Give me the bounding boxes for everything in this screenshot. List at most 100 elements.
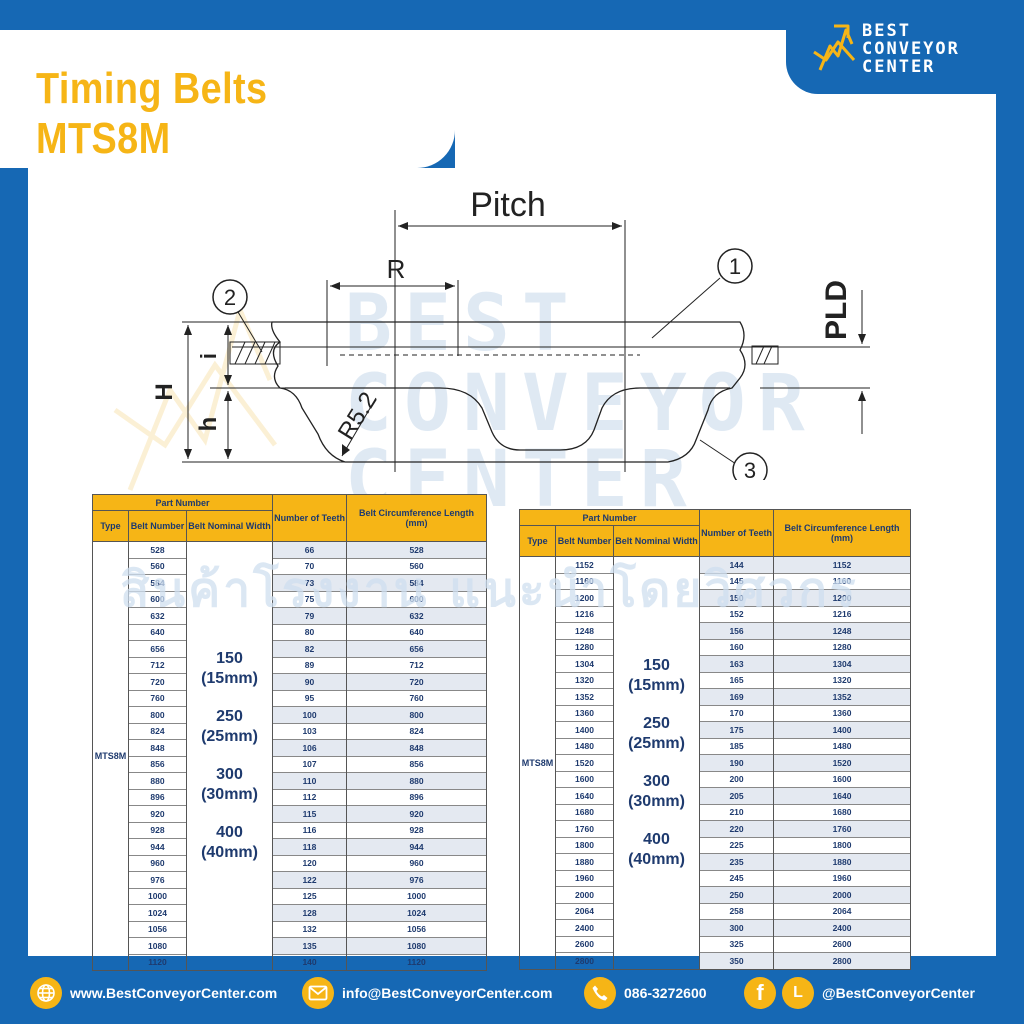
belt-number-cell: 1640	[555, 787, 614, 804]
teeth-cell: 110	[272, 772, 348, 789]
width-mm: (30mm)	[201, 786, 258, 803]
teeth-cell: 95	[272, 689, 348, 707]
label-height-total: H	[151, 383, 178, 400]
teeth-cell: 90	[272, 673, 348, 690]
teeth-cell: 120	[272, 854, 348, 872]
belt-number-cell: 528	[128, 541, 187, 558]
circumference-cell: 856	[346, 755, 488, 773]
footer-website[interactable]: www.BestConveyorCenter.com	[30, 976, 277, 1010]
teeth-cell: 79	[272, 607, 348, 624]
footer: www.BestConveyorCenter.com info@BestConv…	[0, 966, 1024, 1018]
teeth-cell: 66	[272, 541, 348, 558]
belt-number-cell: 1760	[555, 820, 614, 837]
footer-phone-text[interactable]: 086-3272600	[624, 985, 707, 1001]
line-icon[interactable]: L	[782, 977, 814, 1009]
header-belt-number: Belt Number	[128, 510, 187, 542]
teeth-cell: 169	[699, 688, 775, 705]
belt-number-cell: 1680	[555, 803, 614, 821]
circumference-cell: 944	[346, 838, 488, 855]
globe-icon	[30, 977, 62, 1009]
width-option: 400(40mm)	[187, 823, 272, 863]
header-nominal-width: Belt Nominal Width	[185, 510, 274, 542]
width-mm: (25mm)	[201, 728, 258, 745]
circumference-cell: 656	[346, 640, 488, 657]
belt-number-cell: 1152	[555, 556, 614, 573]
circumference-cell: 1248	[773, 622, 912, 639]
teeth-cell: 225	[699, 836, 775, 854]
width-mm: (40mm)	[628, 850, 685, 868]
belt-number-cell: 2000	[555, 886, 614, 903]
teeth-cell: 163	[699, 655, 775, 672]
belt-number-cell: 1304	[555, 655, 614, 672]
circumference-cell: 1080	[346, 937, 488, 954]
logo-line-2: CONVEYOR	[862, 39, 960, 59]
circumference-cell: 640	[346, 623, 488, 641]
facebook-icon[interactable]: f	[744, 977, 776, 1009]
belt-number-cell: 712	[128, 656, 187, 674]
teeth-cell: 205	[699, 787, 775, 804]
teeth-cell: 135	[272, 937, 348, 954]
circumference-cell: 2400	[773, 919, 912, 936]
belt-number-cell: 584	[128, 574, 187, 591]
circumference-cell: 584	[346, 574, 488, 591]
circumference-cell: 1520	[773, 754, 912, 771]
circumference-cell: 1880	[773, 853, 912, 870]
footer-email-text[interactable]: info@BestConveyorCenter.com	[342, 985, 553, 1001]
label-pitch: Pitch	[470, 186, 546, 224]
teeth-cell: 245	[699, 869, 775, 887]
header-nominal-width: Belt Nominal Width	[612, 525, 701, 557]
belt-number-cell: 1360	[555, 704, 614, 722]
belt-table-left: Part Number Number of Teeth Belt Circumf…	[91, 494, 488, 971]
teeth-cell: 80	[272, 623, 348, 641]
width-value: 400	[643, 830, 670, 848]
label-pld: PLD	[820, 280, 853, 340]
footer-website-text[interactable]: www.BestConveyorCenter.com	[70, 985, 278, 1001]
teeth-cell: 107	[272, 755, 348, 773]
belt-number-cell: 1520	[555, 754, 614, 771]
circumference-cell: 1352	[773, 688, 912, 705]
footer-social-text[interactable]: @BestConveyorCenter	[822, 985, 975, 1001]
width-mm: (15mm)	[201, 670, 258, 687]
header-circumference: Belt Circumference Length (mm)	[773, 509, 912, 557]
teeth-cell: 235	[699, 853, 775, 870]
width-option: 250(25mm)	[187, 707, 272, 747]
teeth-cell: 89	[272, 656, 348, 674]
width-value: 150	[216, 650, 243, 667]
footer-social[interactable]: f L @BestConveyorCenter	[744, 976, 975, 1010]
circumference-cell: 712	[346, 656, 488, 674]
circumference-cell: 896	[346, 788, 488, 806]
width-value: 150	[643, 656, 670, 674]
watermark-thai: สินค้าโรงงาน แนะนำโดยวิศวกร	[120, 562, 859, 618]
circumference-cell: 1760	[773, 820, 912, 837]
teeth-cell: 150	[699, 589, 775, 606]
callout-1	[717, 248, 753, 284]
teeth-cell: 106	[272, 739, 348, 756]
callout-1-label: 1	[729, 254, 741, 279]
logo-mark-icon	[813, 24, 856, 71]
circumference-cell: 928	[346, 821, 488, 839]
belt-number-cell: 920	[128, 805, 187, 822]
belt-number-cell: 976	[128, 871, 187, 888]
circumference-cell: 848	[346, 739, 488, 756]
footer-email[interactable]: info@BestConveyorCenter.com	[302, 976, 552, 1010]
footer-phone[interactable]: 086-3272600	[584, 976, 707, 1010]
